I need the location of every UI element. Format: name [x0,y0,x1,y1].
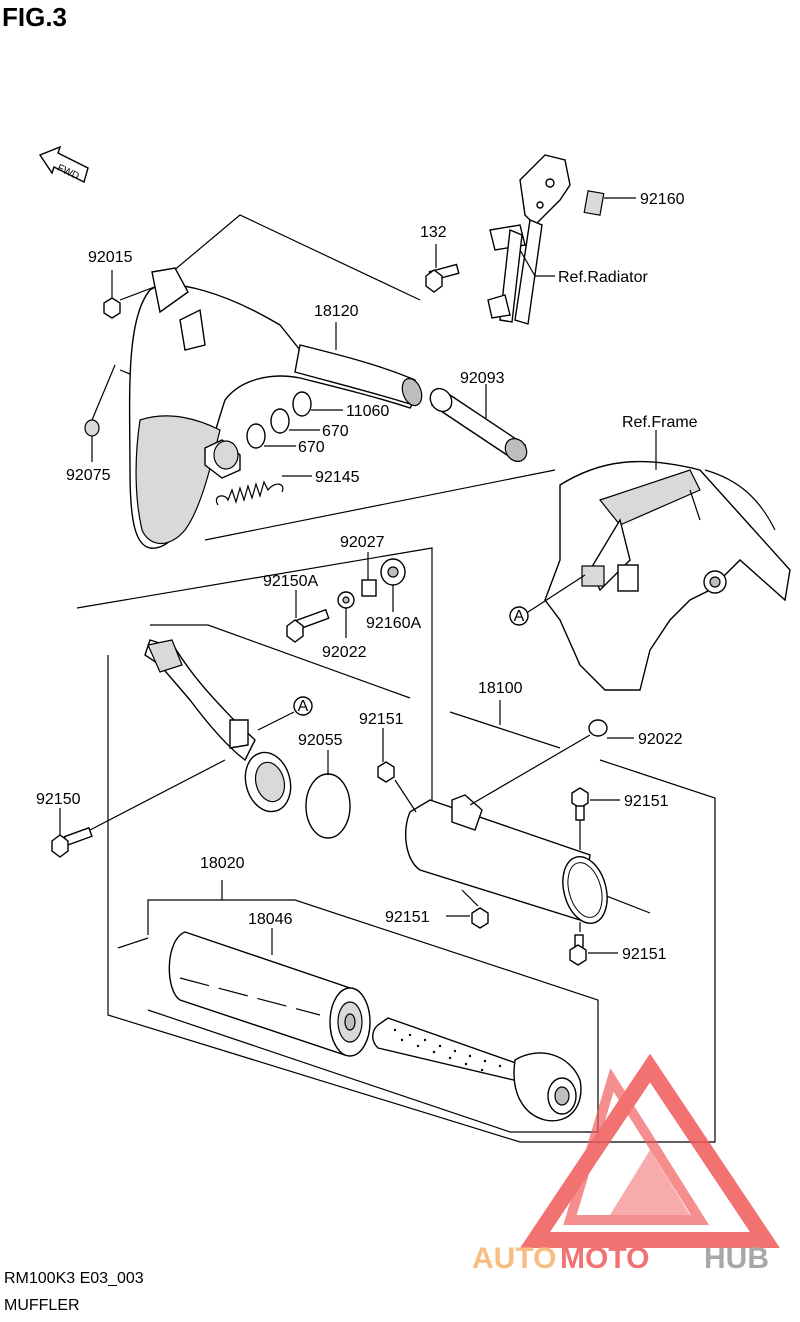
label-92151-a: 92151 [359,711,404,728]
label-18120: 18120 [314,303,359,320]
callout-a-pipe [293,696,313,716]
label-92015: 92015 [88,249,133,266]
label-18100: 18100 [478,680,523,697]
label-92027: 92027 [340,534,385,551]
silencer-tube-18046 [168,931,371,1057]
outline-pipe-upper [150,624,411,699]
watermark-text-auto: AUTO [472,1242,556,1275]
tail-pipe [144,639,292,813]
figure-title: FIG.3 [2,2,68,32]
callout-a-frame [509,606,529,626]
label-92160a: 92160A [366,615,421,632]
frame-reference [544,460,791,691]
label-92160: 92160 [640,191,685,208]
forward-direction-arrow: FWD [38,145,89,184]
grommet-92160a [380,558,406,586]
label-92145: 92145 [315,469,360,486]
footer-code: RM100K3 E03_003 [4,1270,144,1287]
watermark-text-moto: MOTO [560,1242,649,1275]
label-92055: 92055 [298,732,343,749]
label-18020: 18020 [200,855,245,872]
footer-name: MUFFLER [4,1297,80,1314]
seal-92075 [84,419,100,437]
expansion-chamber-18120 [128,267,423,549]
nut-92151-c [471,907,489,929]
oring-670-b [246,423,266,449]
label-18046: 18046 [248,911,293,928]
label-92151-c: 92151 [385,909,430,926]
radiator-bracket [487,154,605,325]
outline-lower-pipe [204,469,556,541]
label-11060: 11060 [346,403,389,420]
bolt-132 [425,263,460,293]
bolt-92151-b [571,787,589,821]
oring-11060 [292,391,312,417]
label-670-a: 670 [322,423,349,440]
nut-92015 [103,297,121,319]
muffler-body-18100 [405,794,608,924]
label-92022-a: 92022 [322,644,367,661]
pipe-flange [204,439,241,479]
watermark-logo: AUTO MOTO HUB [472,1053,780,1275]
perforated-core [372,1017,532,1083]
label-670-b: 670 [298,439,325,456]
bolt-92150a [286,608,330,643]
collar-92027 [361,579,377,597]
label-92093: 92093 [460,370,505,387]
callout-a-frame-label: A [514,608,525,625]
label-ref-radiator: Ref.Radiator [558,269,648,286]
oring-670-a [270,408,290,434]
label-92075: 92075 [66,467,111,484]
bolt-92151-d [569,934,587,966]
label-92150: 92150 [36,791,81,808]
watermark-text-hub: HUB [704,1242,769,1275]
washer-92022-b [588,719,608,737]
label-132: 132 [420,224,447,241]
callout-a-pipe-label: A [298,698,309,715]
label-92151-d: 92151 [622,946,667,963]
label-92022-b: 92022 [638,731,683,748]
gasket-92055 [305,773,351,839]
label-92150a: 92150A [263,573,318,590]
label-ref-frame: Ref.Frame [622,414,698,431]
nut-92151-a [377,761,395,783]
spring-92145 [215,480,284,506]
silencer-end-cap [513,1052,582,1122]
sleeve-92093 [429,387,528,462]
outline-muffler-assembly [107,655,716,1143]
outline-upper-pipe [171,214,421,301]
outline-silencer [147,899,599,1133]
label-92151-b: 92151 [624,793,669,810]
bolt-92150 [51,826,93,858]
part-labels: 92160 132 Ref.Radiator 92015 18120 92093… [36,191,698,963]
